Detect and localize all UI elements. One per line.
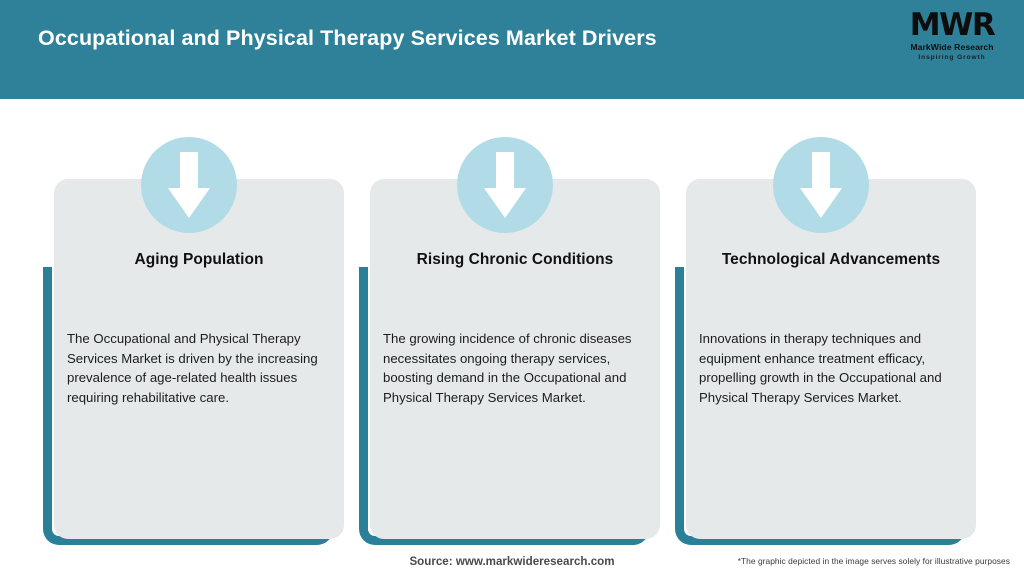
source-label: Source: www.markwideresearch.com	[409, 555, 615, 568]
disclaimer-note: *The graphic depicted in the image serve…	[737, 556, 1010, 566]
card-title: Rising Chronic Conditions	[416, 251, 614, 268]
page-title: Occupational and Physical Therapy Servic…	[38, 26, 657, 50]
arrow-stem	[180, 152, 198, 192]
down-arrow-icon	[457, 137, 553, 233]
card-panel: Aging Population The Occupational and Ph…	[54, 179, 344, 539]
card-panel: Rising Chronic Conditions The growing in…	[370, 179, 660, 539]
arrow-glyph	[484, 152, 526, 218]
logo-company-name: MarkWide Research	[910, 42, 994, 52]
down-arrow-icon	[773, 137, 869, 233]
driver-card-1: Aging Population The Occupational and Ph…	[40, 99, 344, 559]
arrow-head	[484, 188, 526, 218]
arrow-stem	[496, 152, 514, 192]
arrow-stem	[812, 152, 830, 192]
arrow-head	[168, 188, 210, 218]
logo-tagline: Inspiring Growth	[918, 54, 986, 61]
arrow-glyph	[168, 152, 210, 218]
logo-monogram: MWR	[909, 7, 996, 43]
down-arrow-icon	[141, 137, 237, 233]
driver-card-2: Rising Chronic Conditions The growing in…	[356, 99, 660, 559]
arrow-head	[800, 188, 842, 218]
driver-card-3: Technological Advancements Innovations i…	[672, 99, 976, 559]
card-body-text: The growing incidence of chronic disease…	[383, 331, 632, 405]
card-title: Technological Advancements	[721, 251, 941, 268]
markwide-research-logo: MWR MarkWide Research Inspiring Growth	[898, 10, 1006, 68]
card-body-text: Innovations in therapy techniques and eq…	[699, 331, 942, 405]
arrow-glyph	[800, 152, 842, 218]
page-header: Occupational and Physical Therapy Servic…	[0, 0, 1024, 99]
card-body-text: The Occupational and Physical Therapy Se…	[67, 331, 318, 405]
card-title: Aging Population	[134, 251, 264, 268]
card-panel: Technological Advancements Innovations i…	[686, 179, 976, 539]
drivers-card-row: Aging Population The Occupational and Ph…	[0, 99, 1024, 576]
